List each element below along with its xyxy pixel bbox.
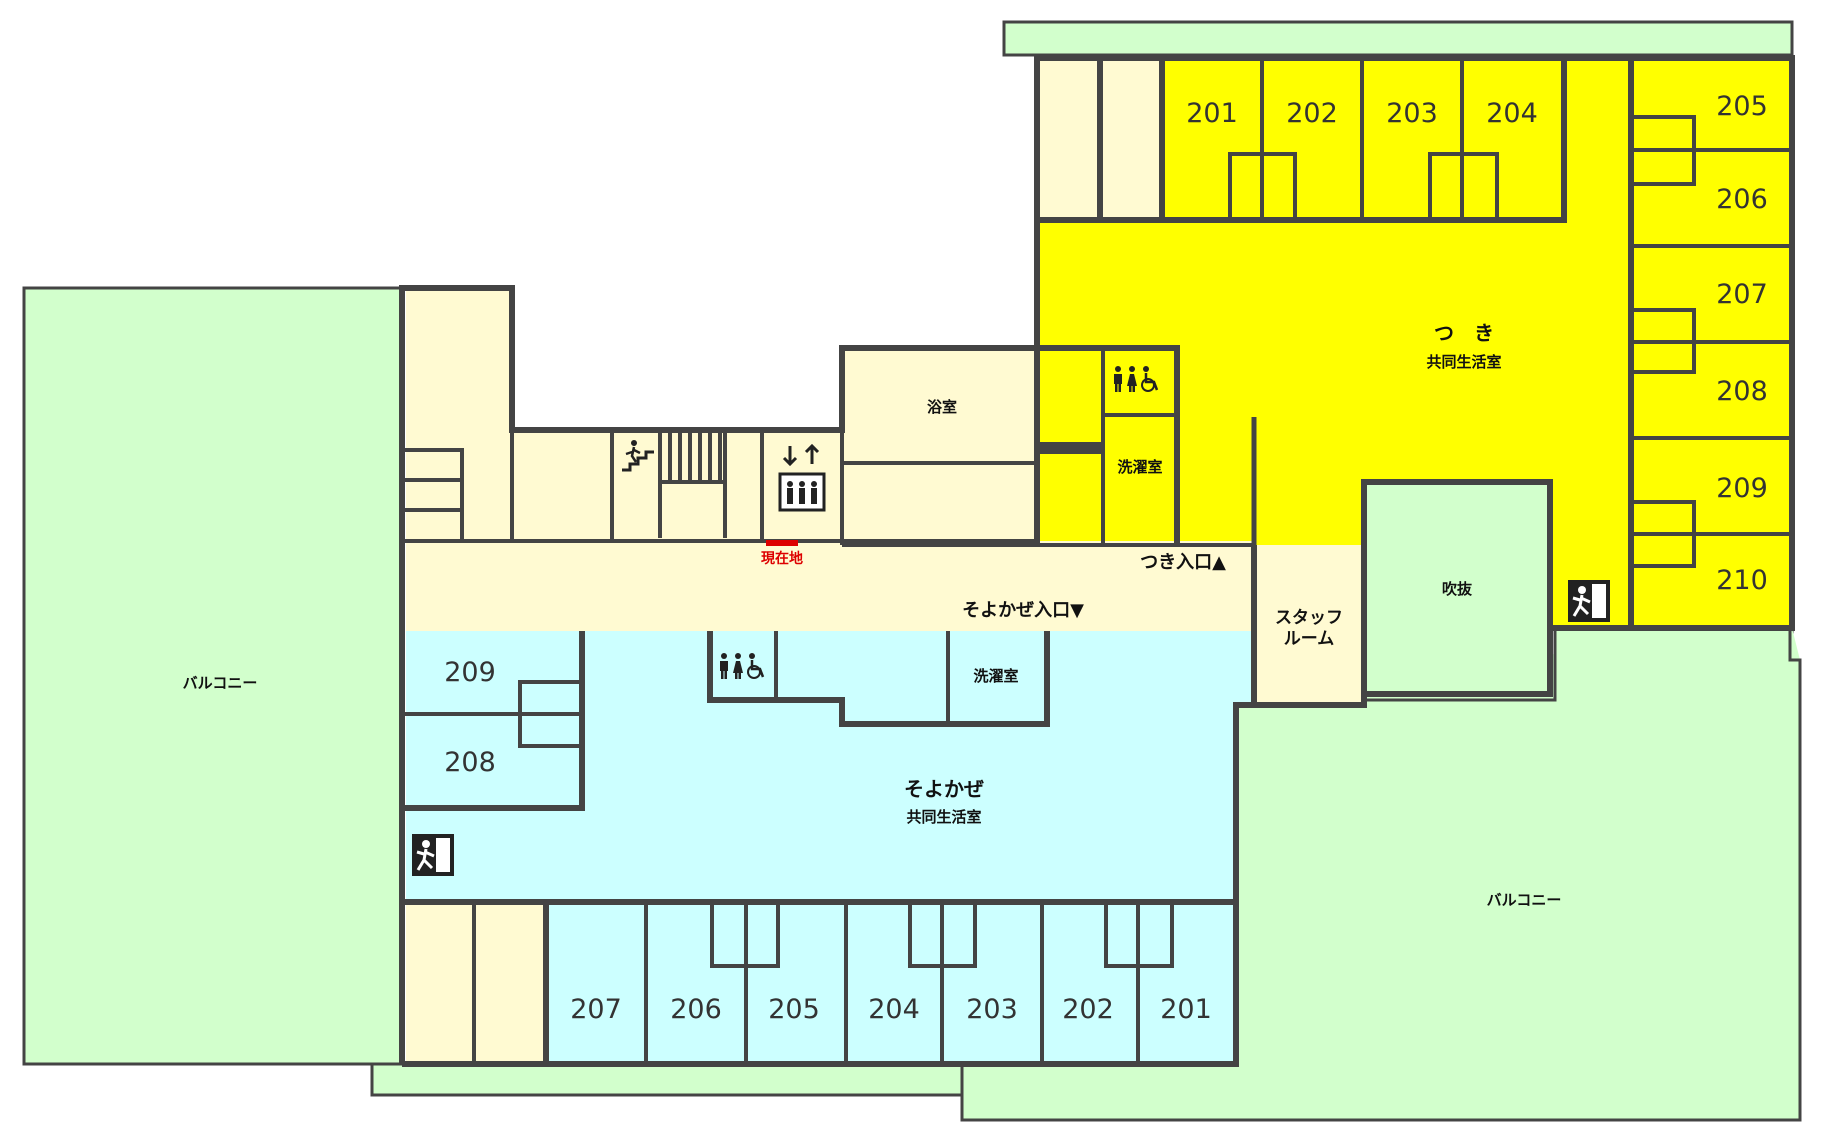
soyokaze-room-206[interactable]: 206 [670, 994, 722, 1025]
walls [399, 55, 1795, 1067]
tsuki-room-206[interactable]: 206 [1716, 184, 1768, 215]
restroom-icon [720, 653, 743, 679]
tsuki-entrance-label[interactable]: つき入口▲ [1140, 552, 1226, 573]
restroom-icon [1114, 366, 1137, 392]
staff-room-label-line2: ルーム [1284, 629, 1335, 649]
tsuki-room-207[interactable]: 207 [1716, 279, 1768, 310]
soyokaze-room-numbers: 209 208 207 206 205 204 203 202 201 [444, 657, 1212, 1025]
elevator-icon[interactable] [778, 443, 826, 512]
soyokaze-room-205[interactable]: 205 [768, 994, 820, 1025]
tsuki-unit [1037, 58, 1792, 628]
atrium-label: 吹抜 [1442, 580, 1473, 598]
soyokaze-room-202[interactable]: 202 [1062, 994, 1114, 1025]
stairs [658, 433, 727, 538]
tsuki-laundry-label: 洗濯室 [1117, 458, 1162, 476]
soyokaze-entrance-label[interactable]: そよかぜ入口▼ [962, 600, 1084, 621]
tsuki-room-202[interactable]: 202 [1286, 98, 1338, 129]
soyokaze-room-208[interactable]: 208 [444, 747, 496, 778]
balcony-left-label: バルコニー [183, 674, 258, 692]
soyokaze-room-201[interactable]: 201 [1160, 994, 1212, 1025]
current-location-marker: 現在地 [761, 540, 803, 567]
soyokaze-unit [406, 631, 1254, 1062]
tsuki-room-204[interactable]: 204 [1486, 98, 1538, 129]
soyokaze-room-203[interactable]: 203 [966, 994, 1018, 1025]
area-labels: バルコニー バルコニー 浴室 洗濯室 洗濯室 つ き 共同生活室 そよかぜ 共同… [183, 321, 1562, 909]
emergency-exit-icon [412, 834, 454, 876]
stairs-icon [622, 440, 654, 472]
soyokaze-common-room: 共同生活室 [906, 808, 981, 826]
soyokaze-room-207[interactable]: 207 [570, 994, 622, 1025]
tsuki-room-210[interactable]: 210 [1716, 565, 1768, 596]
balcony-right-label: バルコニー [1487, 891, 1562, 909]
tsuki-room-201[interactable]: 201 [1186, 98, 1238, 129]
tsuki-unit-name: つ き [1434, 321, 1494, 345]
tsuki-common-room: 共同生活室 [1426, 353, 1501, 371]
soyokaze-unit-name: そよかぜ [904, 777, 984, 801]
current-location-label: 現在地 [761, 550, 803, 567]
soyokaze-room-209[interactable]: 209 [444, 657, 496, 688]
tsuki-room-203[interactable]: 203 [1386, 98, 1438, 129]
emergency-exit-icon [1568, 580, 1610, 622]
wheelchair-icon [747, 653, 765, 679]
tsuki-room-205[interactable]: 205 [1716, 91, 1768, 122]
staff-room-label-line1: スタッフ [1275, 608, 1343, 628]
bath-label: 浴室 [927, 398, 957, 416]
soyokaze-laundry-label: 洗濯室 [973, 667, 1018, 685]
atrium [1364, 482, 1550, 694]
soyokaze-room-204[interactable]: 204 [868, 994, 920, 1025]
tsuki-room-209[interactable]: 209 [1716, 473, 1768, 504]
tsuki-room-numbers: 201 202 203 204 205 206 207 208 209 210 [1186, 91, 1768, 596]
tsuki-room-208[interactable]: 208 [1716, 376, 1768, 407]
wheelchair-icon [1141, 366, 1159, 392]
